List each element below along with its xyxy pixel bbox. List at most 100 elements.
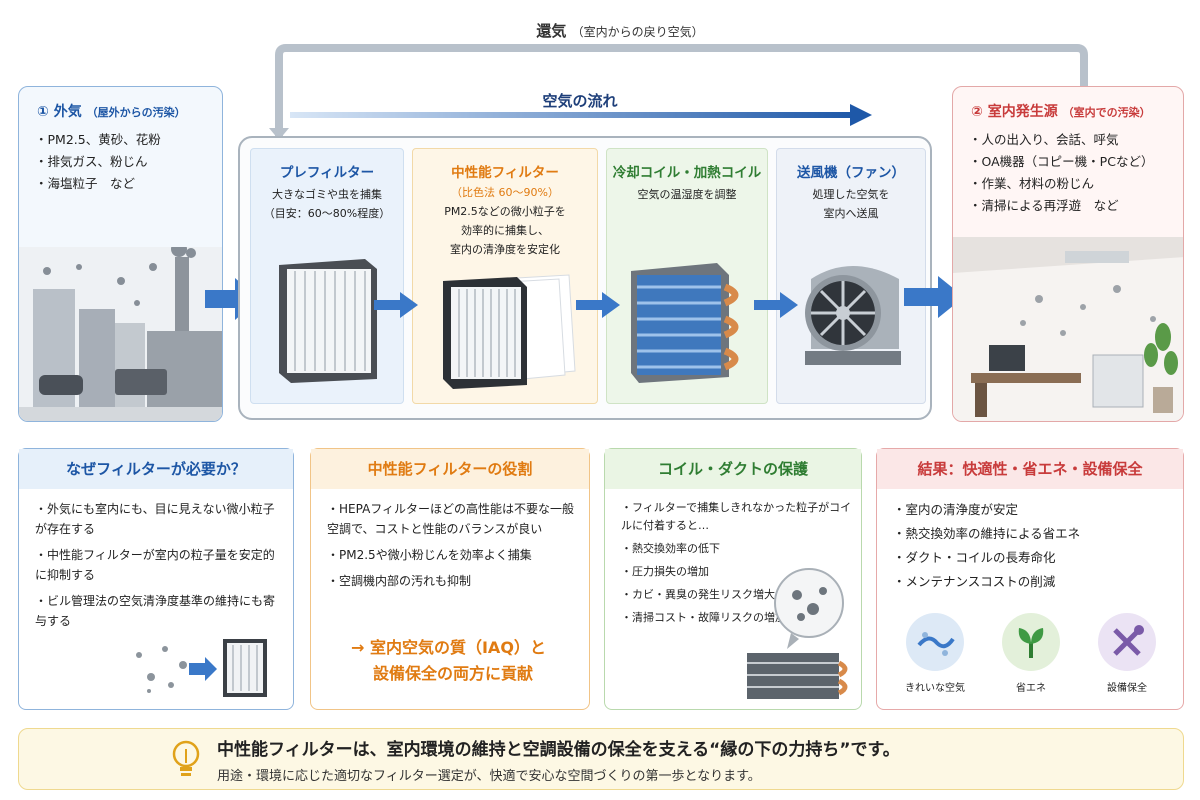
return-air-sub: （室内からの戻り空気） bbox=[571, 25, 704, 39]
list-item: ダクト・コイルの長寿命化 bbox=[893, 547, 1175, 569]
fan-line: 処理した空気を bbox=[812, 188, 890, 201]
building-icon bbox=[79, 309, 115, 407]
indoor-panel: ② 室内発生源 （室内での汚染） 人の出入り、会話、呼気 OA機器（コピー機・P… bbox=[952, 86, 1184, 422]
card-protect-title: コイル・ダクトの保護 bbox=[605, 449, 861, 489]
stage-fan: 送風機（ファン） 処理した空気を 室内へ送風 bbox=[776, 148, 926, 404]
card-protect-list: フィルターで捕集しきれなかった粒子がコイルに付着すると… 熱交換効率の低下 圧力… bbox=[605, 489, 861, 627]
indoor-number: ② bbox=[971, 104, 983, 120]
indoor-list: 人の出入り、会話、呼気 OA機器（コピー機・PCなど） 作業、材料の粉じん 清掃… bbox=[953, 121, 1183, 217]
list-item: メンテナンスコストの削減 bbox=[893, 571, 1175, 593]
car-icon bbox=[39, 375, 83, 395]
card-why-filter: なぜフィルターが必要か？ 外気にも室内にも、目に見えない微小粒子が存在する 中性… bbox=[18, 448, 294, 710]
benefit-energy-saving: 省エネ bbox=[991, 613, 1071, 694]
summary-main: 中性能フィルターは、室内環境の維持と空調設備の保全を支える“縁の下の力持ち”です… bbox=[217, 740, 900, 760]
medium-sub: （比色法 60〜90%） bbox=[451, 186, 559, 199]
list-item: 排気ガス、粉じん bbox=[35, 151, 222, 173]
outdoor-list: PM2.5、黄砂、花粉 排気ガス、粉じん 海塩粒子 など bbox=[19, 121, 222, 195]
list-item: 人の出入り、会話、呼気 bbox=[969, 129, 1183, 151]
return-air-arrowhead bbox=[269, 128, 289, 140]
coil-title: 冷却コイル・加熱コイル bbox=[612, 165, 762, 181]
outdoor-sub: （屋外からの汚染） bbox=[86, 106, 186, 119]
ceiling-diffuser-icon bbox=[1065, 251, 1129, 263]
stage-medium-filter: 中性能フィルター （比色法 60〜90%） PM2.5などの微小粒子を 効率的に… bbox=[412, 148, 598, 404]
card-coil-protection: コイル・ダクトの保護 フィルターで捕集しきれなかった粒子がコイルに付着すると… … bbox=[604, 448, 862, 710]
smoke-particles-icon bbox=[43, 247, 196, 306]
card-result: 結果：快適性・省エネ・設備保全 室内の清浄度が安定 熱交換効率の維持による省エネ… bbox=[876, 448, 1184, 710]
indoor-title-text: 室内発生源 bbox=[987, 104, 1058, 120]
city-illustration bbox=[19, 247, 222, 421]
return-air-title: 還気 bbox=[536, 22, 567, 40]
card-role-title: 中性能フィルターの役割 bbox=[311, 449, 589, 489]
dust-particles-icon bbox=[1020, 285, 1156, 336]
fan-icon bbox=[805, 266, 901, 365]
stage-coil: 冷却コイル・加熱コイル 空気の温湿度を調整 bbox=[606, 148, 768, 404]
lightbulb-icon bbox=[172, 740, 200, 776]
indoor-title: ② 室内発生源 （室内での汚染） bbox=[953, 87, 1183, 121]
list-item: OA機器（コピー機・PCなど） bbox=[969, 151, 1183, 173]
fan-line: 室内へ送風 bbox=[823, 207, 879, 220]
stage-prefilter: プレフィルター 大きなゴミや虫を捕集 （目安：60〜80%程度） bbox=[250, 148, 404, 404]
summary-sub: 用途・環境に応じた適切なフィルター選定が、快適で安心な空間づくりの第一歩となりま… bbox=[217, 769, 761, 784]
outflow-arrow bbox=[904, 276, 964, 318]
role-conclusion-line: → 室内空気の質（IAQ）と bbox=[351, 638, 546, 657]
list-item: 室内の清浄度が安定 bbox=[893, 499, 1175, 521]
list-item: 清掃コスト・故障リスクの増加 bbox=[621, 609, 853, 627]
dirty-coil-icon bbox=[747, 568, 848, 699]
flow-arrow-icon bbox=[374, 292, 418, 318]
airflow-arrowhead bbox=[850, 104, 872, 126]
list-item: 海塩粒子 など bbox=[35, 173, 222, 195]
coil-line: 空気の温湿度を調整 bbox=[637, 188, 737, 201]
list-item: カビ・異臭の発生リスク増大 bbox=[621, 586, 853, 604]
flow-arrows bbox=[269, 44, 1088, 140]
medium-line: PM2.5などの微小粒子を bbox=[444, 205, 566, 218]
leaf-icon bbox=[1002, 613, 1060, 671]
card-result-list: 室内の清浄度が安定 熱交換効率の維持による省エネ ダクト・コイルの長寿命化 メン… bbox=[877, 489, 1183, 593]
truck-icon bbox=[115, 369, 167, 395]
outdoor-number: ① bbox=[37, 104, 49, 120]
benefit-label: 省エネ bbox=[1016, 683, 1046, 694]
list-item: 空調機内部の汚れも抑制 bbox=[327, 571, 583, 591]
list-item: 中性能フィルターが室内の粒子量を安定的に抑制する bbox=[35, 545, 285, 585]
prefilter-title: プレフィルター bbox=[279, 165, 375, 181]
list-item: 作業、材料の粉じん bbox=[969, 173, 1183, 195]
magnifier-icon bbox=[774, 568, 844, 638]
flow-arrow-icon bbox=[576, 292, 620, 318]
tools-icon bbox=[1098, 613, 1156, 671]
list-item: 熱交換効率の維持による省エネ bbox=[893, 523, 1175, 545]
prefilter-icon bbox=[279, 259, 377, 383]
card-filter-role: 中性能フィルターの役割 HEPAフィルターほどの高性能は不要な一般空調で、コスト… bbox=[310, 448, 590, 710]
indoor-sub: （室内での汚染） bbox=[1062, 106, 1151, 119]
outdoor-title-text: 外気 bbox=[53, 104, 82, 120]
list-item: PM2.5、黄砂、花粉 bbox=[35, 129, 222, 151]
card-why-list: 外気にも室内にも、目に見えない微小粒子が存在する 中性能フィルターが室内の粒子量… bbox=[19, 489, 293, 631]
clean-air-icon bbox=[906, 613, 964, 671]
list-item: 熱交換効率の低下 bbox=[621, 540, 853, 558]
desk-icon bbox=[971, 373, 1081, 383]
outdoor-panel: ① 外気 （屋外からの汚染） PM2.5、黄砂、花粉 排気ガス、粉じん 海塩粒子… bbox=[18, 86, 223, 422]
list-item: ビル管理法の空気清浄度基準の維持にも寄与する bbox=[35, 591, 285, 631]
benefit-label: きれいな空気 bbox=[905, 683, 965, 694]
copier-icon bbox=[1092, 354, 1144, 408]
list-item: 圧力損失の増加 bbox=[621, 563, 853, 581]
role-conclusion-line: 設備保全の両方に貢献 bbox=[373, 664, 534, 683]
list-item: フィルターで捕集しきれなかった粒子がコイルに付着すると… bbox=[621, 499, 853, 535]
return-air-arrow bbox=[275, 44, 1088, 136]
office-illustration bbox=[953, 237, 1183, 421]
list-item: HEPAフィルターほどの高性能は不要な一般空調で、コストと性能のバランスが良い bbox=[327, 499, 583, 539]
particles-to-filter-icon bbox=[136, 639, 267, 697]
card-role-list: HEPAフィルターほどの高性能は不要な一般空調で、コストと性能のバランスが良い … bbox=[311, 489, 589, 591]
flow-arrow-icon bbox=[754, 292, 798, 318]
summary-banner: 中性能フィルターは、室内環境の維持と空調設備の保全を支える“縁の下の力持ち”です… bbox=[18, 728, 1184, 790]
list-item: 清掃による再浮遊 など bbox=[969, 195, 1183, 217]
fan-title: 送風機（ファン） bbox=[797, 165, 905, 181]
airflow-arrow bbox=[290, 112, 852, 118]
return-air-label: 還気 （室内からの戻り空気） bbox=[470, 20, 770, 41]
benefit-label: 設備保全 bbox=[1107, 683, 1147, 694]
list-item: PM2.5や微小粉じんを効率よく捕集 bbox=[327, 545, 583, 565]
plant-icon bbox=[1144, 323, 1178, 375]
medium-title: 中性能フィルター bbox=[451, 165, 559, 181]
card-why-title: なぜフィルターが必要か？ bbox=[19, 449, 293, 489]
benefit-maintenance: 設備保全 bbox=[1087, 613, 1167, 694]
medium-line: 室内の清浄度を安定化 bbox=[450, 243, 560, 256]
card-result-title: 結果：快適性・省エネ・設備保全 bbox=[877, 449, 1183, 489]
